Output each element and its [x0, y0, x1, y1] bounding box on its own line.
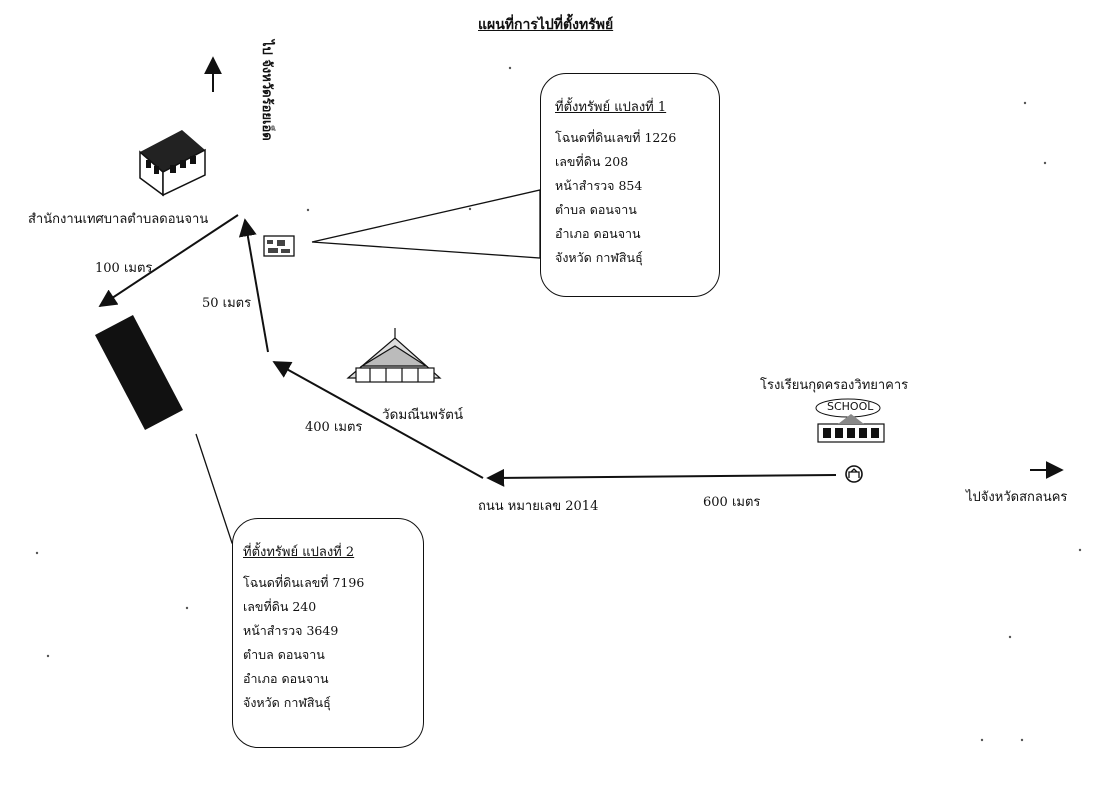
school-icon [815, 398, 885, 443]
parcel2-subdistrict: ตำบล ดอนจาน [243, 647, 325, 662]
parcel2-survey: หน้าสำรวจ 3649 [243, 623, 339, 638]
direction-north-label: ไป จังหวัดร้อยเอ็ด [259, 40, 274, 141]
municipal-office-label: สำนักงานเทศบาลตำบลดอนจาน [28, 212, 209, 227]
school-sign-label: SCHOOL [827, 400, 874, 413]
route-100m [98, 214, 239, 307]
parcel1-marker [263, 235, 295, 257]
parcel2-callout: ที่ตั้งทรัพย์ แปลงที่ 2 โฉนดที่ดินเลขที่… [232, 518, 424, 748]
distance-400m: 400 เมตร [305, 420, 363, 435]
speck-marks [35, 66, 1082, 742]
map-title: แผนที่การไปที่ตั้งทรัพย์ [478, 17, 614, 33]
parcel1-district: อำเภอ ดอนจาน [555, 226, 641, 241]
municipal-office-icon [139, 130, 206, 197]
parcel2-land-no: เลขที่ดิน 240 [243, 599, 317, 614]
parcel1-land-no: เลขที่ดิน 208 [555, 154, 629, 169]
parcel2-deed: โฉนดที่ดินเลขที่ 7196 [243, 575, 365, 590]
school-marker-icon [845, 465, 863, 483]
route-50m [238, 218, 269, 353]
parcel1-province: จังหวัด กาฬสินธุ์ [555, 250, 643, 265]
route-600m [486, 468, 837, 487]
parcel1-subdistrict: ตำบล ดอนจาน [555, 202, 637, 217]
distance-100m: 100 เมตร [95, 261, 153, 276]
road-label: ถนน หมายเลข 2014 [478, 499, 599, 514]
parcel2-heading: ที่ตั้งทรัพย์ แปลงที่ 2 [243, 545, 355, 560]
parcel1-heading: ที่ตั้งทรัพย์ แปลงที่ 1 [555, 100, 667, 115]
school-label: โรงเรียนกุดครองวิทยาคาร [760, 378, 909, 393]
parcel2-province: จังหวัด กาฬสินธุ์ [243, 695, 331, 710]
temple-label: วัดมณีนพรัตน์ [382, 407, 464, 423]
parcel1-survey: หน้าสำรวจ 854 [555, 178, 643, 193]
parcel1-callout: ที่ตั้งทรัพย์ แปลงที่ 1 โฉนดที่ดินเลขที่… [540, 73, 720, 297]
parcel2-plot [95, 315, 183, 430]
parcel1-deed: โฉนดที่ดินเลขที่ 1226 [555, 130, 677, 145]
parcel2-district: อำเภอ ดอนจาน [243, 671, 329, 686]
callout1-pointer [311, 189, 541, 259]
route-400m [272, 361, 484, 479]
distance-600m: 600 เมตร [703, 495, 761, 510]
distance-50m: 50 เมตร [202, 296, 252, 311]
direction-east-label: ไปจังหวัดสกลนคร [966, 490, 1068, 505]
temple-icon [346, 328, 442, 383]
